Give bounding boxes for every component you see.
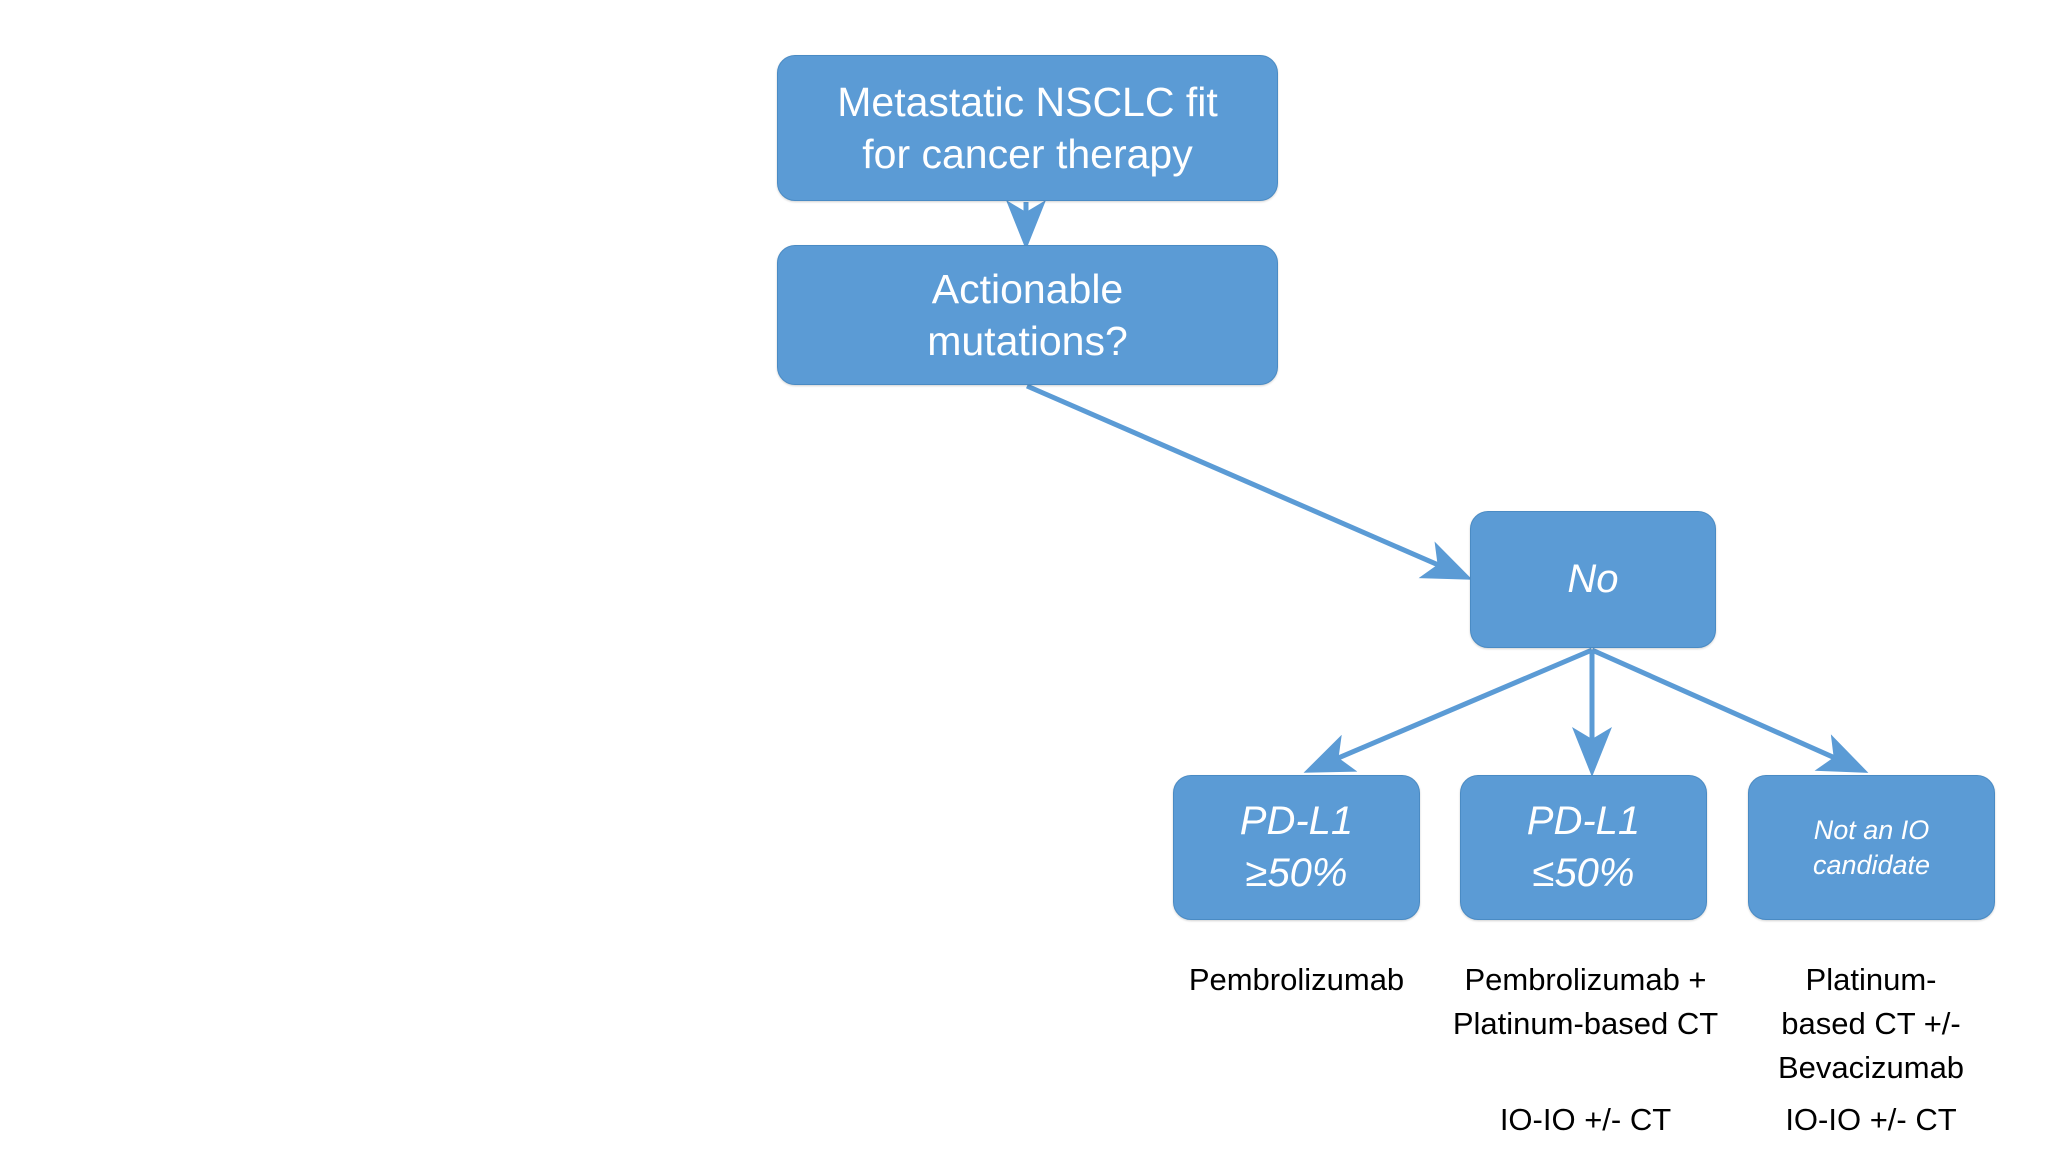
- caption-pdl1-low-primary: Pembrolizumab + Platinum-based CT: [1452, 962, 1719, 1042]
- node-pdl1-low-label: PD-L1 ≤50%: [1526, 799, 1641, 895]
- node-root[interactable]: Metastatic NSCLC fit for cancer therapy: [777, 55, 1278, 201]
- edge-no-to-not-io: [1590, 647, 1869, 773]
- caption-not-io-primary: Platinum- based CT +/- Bevacizumab: [1777, 962, 1965, 1086]
- node-branch-no-label: No: [1567, 556, 1619, 601]
- node-branch-no[interactable]: No: [1470, 511, 1716, 648]
- node-pdl1-high[interactable]: PD-L1 ≥50%: [1173, 775, 1420, 920]
- node-pdl1-high-label: PD-L1 ≥50%: [1239, 799, 1354, 895]
- node-pdl1-low[interactable]: PD-L1 ≤50%: [1460, 775, 1707, 920]
- caption-pdl1-high-primary: Pembrolizumab: [1188, 962, 1405, 997]
- caption-not-io-secondary: IO-IO +/- CT: [1785, 1102, 1957, 1137]
- node-actionable-mutations[interactable]: Actionable mutations?: [777, 245, 1278, 385]
- edge-question-to-no: [1026, 383, 1473, 580]
- node-not-io-candidate[interactable]: Not an IO candidate: [1748, 775, 1995, 920]
- node-not-io-candidate-label: Not an IO candidate: [1812, 814, 1931, 880]
- node-actionable-mutations-label: Actionable mutations?: [927, 265, 1128, 364]
- caption-pdl1-low-secondary: IO-IO +/- CT: [1499, 1102, 1672, 1137]
- edge-no-to-pdl1-high: [1303, 647, 1593, 773]
- node-root-label: Metastatic NSCLC fit for cancer therapy: [837, 78, 1218, 177]
